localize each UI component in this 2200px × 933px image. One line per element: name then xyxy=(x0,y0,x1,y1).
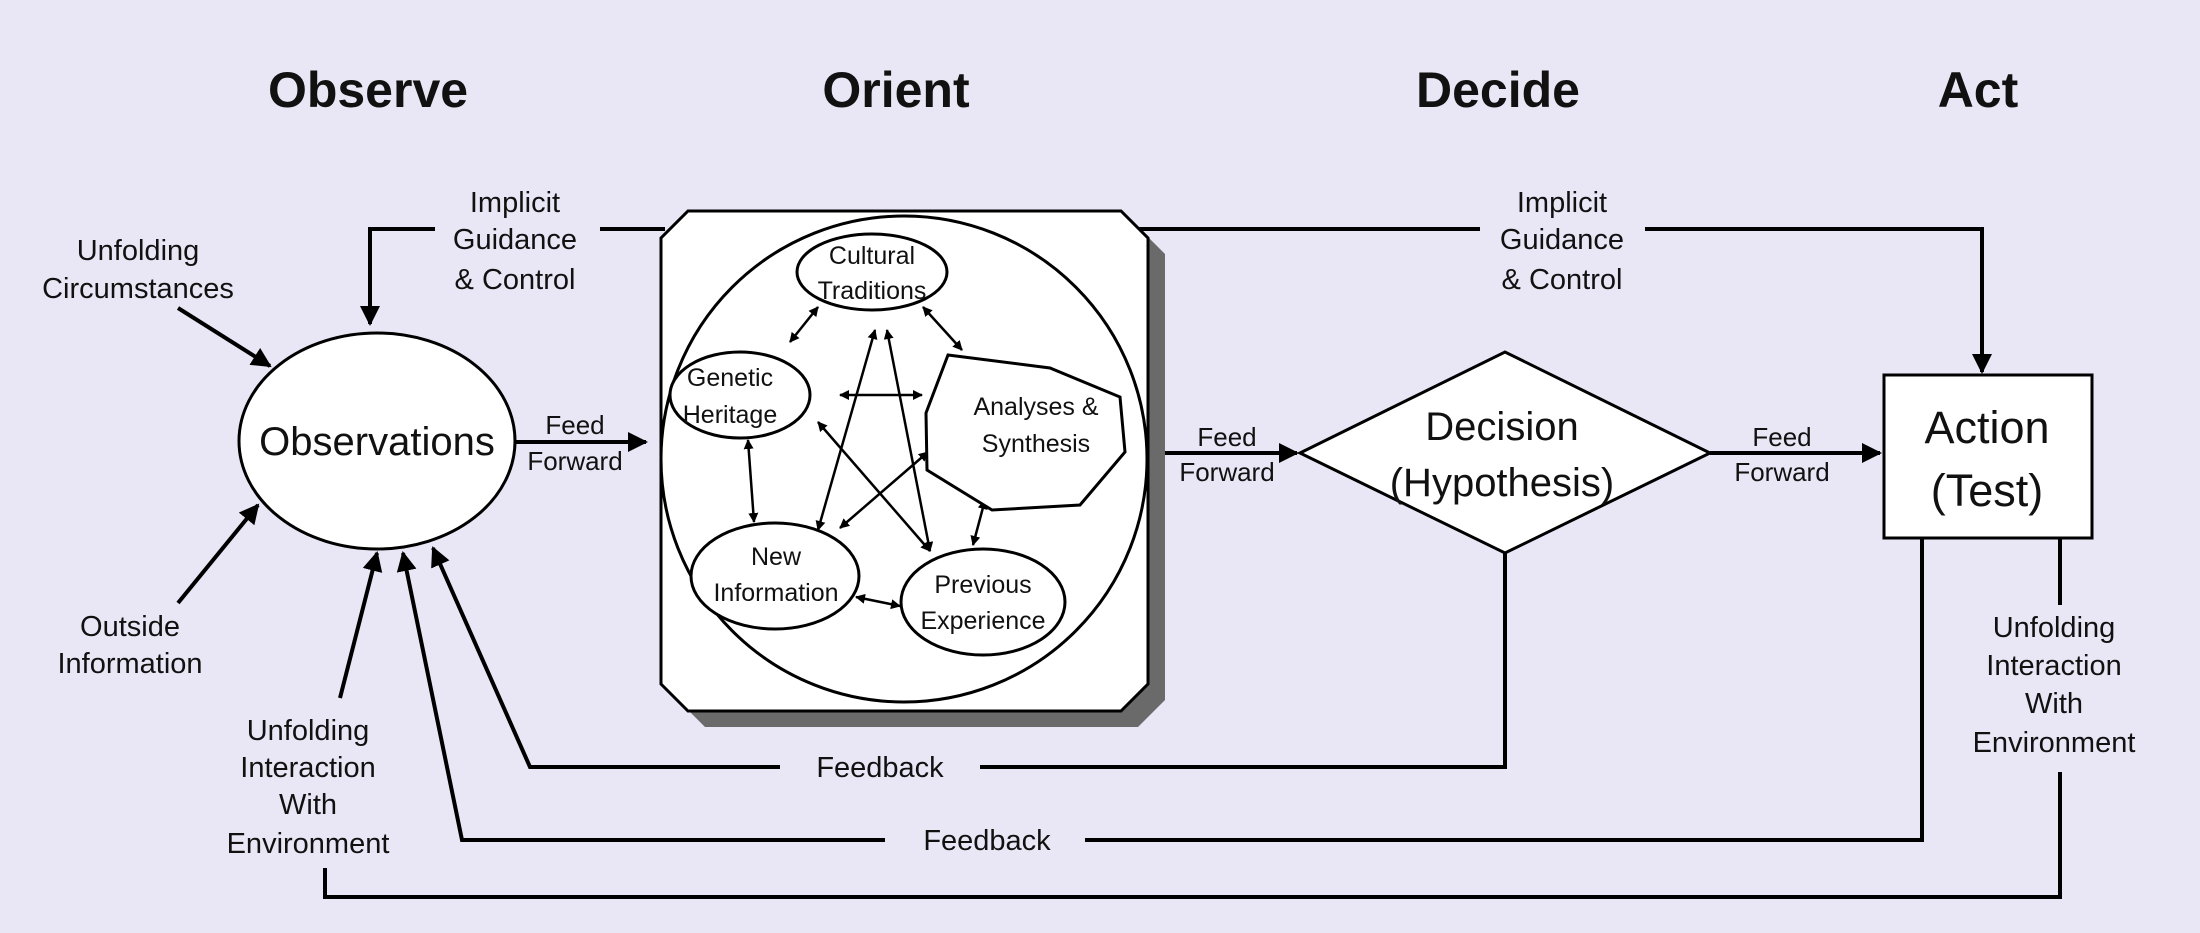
implicit-guidance-right-label: Implicit Guidance & Control xyxy=(1500,187,1624,296)
cultural-traditions-node xyxy=(795,232,949,312)
svg-text:Implicit: Implicit xyxy=(470,187,560,219)
svg-text:Previous: Previous xyxy=(934,571,1031,599)
unfolding-interaction-left-arrow xyxy=(338,551,383,699)
svg-text:Synthesis: Synthesis xyxy=(982,430,1090,458)
svg-text:Unfolding: Unfolding xyxy=(247,715,370,747)
feedback-label-1: Feedback xyxy=(816,752,944,784)
svg-text:Unfolding: Unfolding xyxy=(77,235,200,267)
svg-text:Genetic: Genetic xyxy=(687,364,773,392)
previous-experience-node xyxy=(899,547,1067,657)
svg-text:New: New xyxy=(751,543,802,571)
new-information-node xyxy=(689,521,861,631)
observations-label: Observations xyxy=(259,420,495,464)
feedback-line-2-right xyxy=(1085,538,1924,842)
svg-text:With: With xyxy=(279,789,337,821)
phase-act: Act xyxy=(1938,62,2019,118)
svg-text:Information: Information xyxy=(713,579,838,607)
phase-decide: Decide xyxy=(1416,62,1580,118)
svg-text:Unfolding: Unfolding xyxy=(1993,612,2116,644)
svg-text:Interaction: Interaction xyxy=(240,752,375,784)
new-information-label: New Information xyxy=(713,543,838,607)
svg-text:Outside: Outside xyxy=(80,611,180,643)
feedback-line-1-right xyxy=(980,553,1507,769)
feed-forward-label-1: Feed Forward xyxy=(527,410,622,476)
svg-text:(Test): (Test) xyxy=(1931,465,2044,516)
svg-text:Heritage: Heritage xyxy=(683,401,778,429)
svg-text:With: With xyxy=(2025,688,2083,720)
svg-text:& Control: & Control xyxy=(455,264,576,296)
genetic-heritage-label: Genetic Heritage xyxy=(683,364,778,429)
label-bg xyxy=(1480,175,1645,295)
svg-text:Forward: Forward xyxy=(1734,457,1829,487)
unfolding-circumstances-label: Unfolding Circumstances xyxy=(42,235,234,305)
decision-node xyxy=(1296,350,1714,555)
svg-text:Environment: Environment xyxy=(227,828,390,860)
svg-text:Cultural: Cultural xyxy=(829,242,915,270)
analyses-synthesis-label: Analyses & Synthesis xyxy=(973,393,1098,458)
previous-experience-label: Previous Experience xyxy=(920,571,1045,635)
cultural-traditions-label: Cultural Traditions xyxy=(818,242,927,305)
interaction-line-bottom xyxy=(323,772,2062,899)
svg-text:(Hypothesis): (Hypothesis) xyxy=(1390,461,1615,505)
svg-text:Decision: Decision xyxy=(1425,405,1578,449)
svg-text:Environment: Environment xyxy=(1973,727,2136,759)
svg-text:Experience: Experience xyxy=(920,607,1045,635)
svg-text:Traditions: Traditions xyxy=(818,277,927,305)
svg-text:Implicit: Implicit xyxy=(1517,187,1607,219)
svg-text:Interaction: Interaction xyxy=(1986,650,2121,682)
unfolding-interaction-right-label: Unfolding Interaction With Environment xyxy=(1973,612,2136,759)
feed-forward-label-2: Feed Forward xyxy=(1179,422,1274,487)
feedback-line-2-left xyxy=(396,551,885,842)
svg-text:Feed: Feed xyxy=(1197,422,1256,452)
svg-text:Guidance: Guidance xyxy=(453,224,577,256)
phase-orient: Orient xyxy=(822,62,970,118)
svg-text:& Control: & Control xyxy=(1502,264,1623,296)
svg-text:Information: Information xyxy=(57,648,202,680)
feed-forward-label-3: Feed Forward xyxy=(1734,422,1829,487)
phase-observe: Observe xyxy=(268,62,468,118)
implicit-guidance-left-label: Implicit Guidance & Control xyxy=(453,187,577,296)
outside-information-arrow xyxy=(176,503,260,605)
label-bg xyxy=(435,175,600,295)
svg-text:Guidance: Guidance xyxy=(1500,224,1624,256)
svg-text:Forward: Forward xyxy=(527,446,622,476)
unfolding-circumstances-arrow xyxy=(176,306,272,368)
implicit-guidance-right-arrow xyxy=(1125,227,1992,374)
outside-information-label: Outside Information xyxy=(57,611,202,680)
svg-text:Action: Action xyxy=(1924,402,2049,453)
orient-inner-arrows xyxy=(743,306,988,610)
svg-text:Forward: Forward xyxy=(1179,457,1274,487)
feedback-line-1-left xyxy=(431,546,780,769)
feedback-label-2: Feedback xyxy=(923,825,1051,857)
svg-text:Circumstances: Circumstances xyxy=(42,273,234,305)
decision-label: Decision (Hypothesis) xyxy=(1390,405,1615,505)
svg-text:Feed: Feed xyxy=(545,410,604,440)
genetic-heritage-node xyxy=(668,350,812,440)
action-node xyxy=(1882,373,2094,540)
unfolding-interaction-left-label: Unfolding Interaction With Environment xyxy=(227,715,390,860)
action-label: Action (Test) xyxy=(1924,402,2049,516)
svg-text:Analyses &: Analyses & xyxy=(973,393,1098,421)
analyses-synthesis-node xyxy=(924,353,1127,512)
svg-text:Feed: Feed xyxy=(1752,422,1811,452)
